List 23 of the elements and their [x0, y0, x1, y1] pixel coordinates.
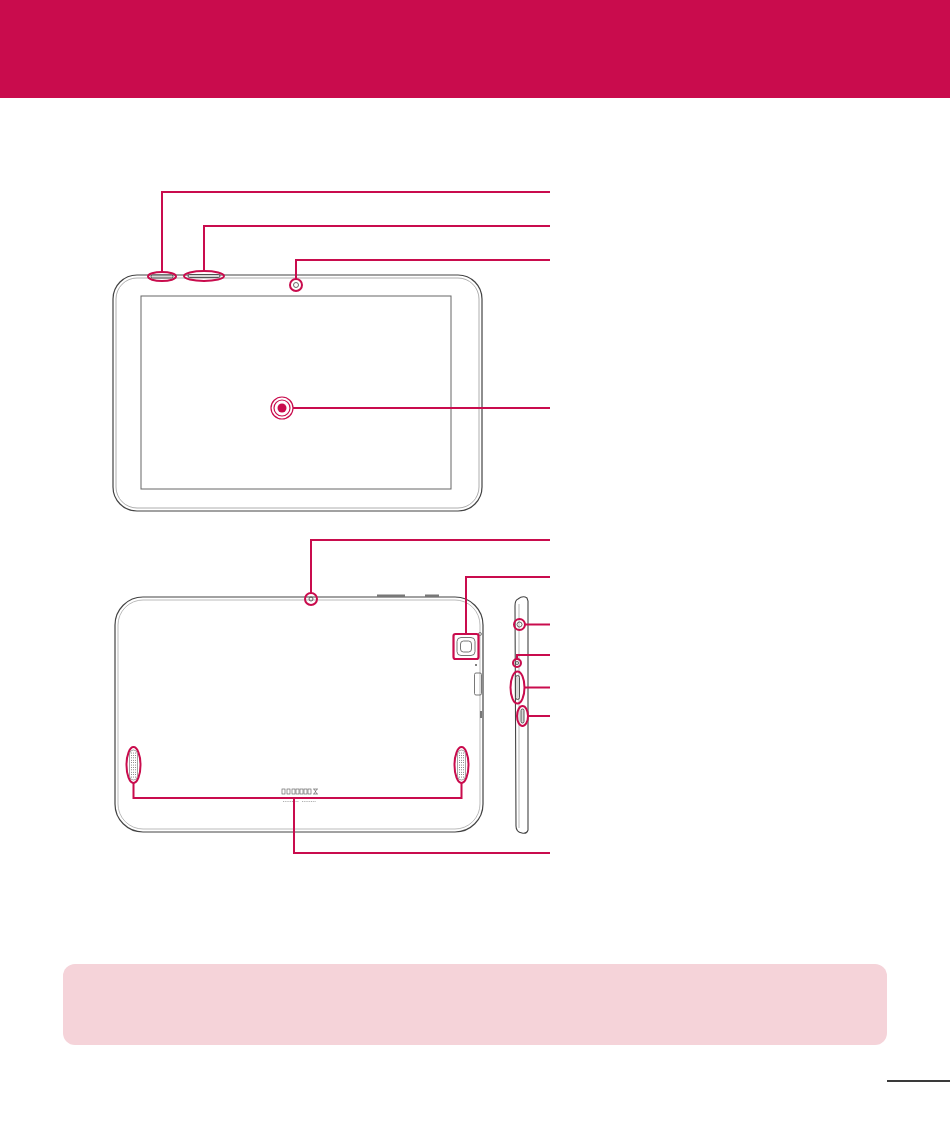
rear-camera: [452, 632, 480, 661]
leader-line: [295, 259, 551, 280]
headset-jack: [513, 618, 526, 631]
leader-line: [161, 191, 551, 273]
touch-point: [270, 396, 294, 420]
sensor-window: [147, 271, 177, 282]
speaker-grille: [125, 746, 142, 784]
leader-line: [527, 715, 551, 717]
leader-line: [203, 225, 551, 272]
leader-line: [516, 654, 551, 660]
power-key: [516, 705, 529, 727]
leader-line: [292, 407, 551, 409]
microphone-hole: [512, 658, 522, 668]
leader-line: [293, 782, 551, 854]
speaker-grille: [453, 746, 470, 784]
front-camera: [289, 278, 303, 292]
leader-line: [523, 686, 551, 689]
leader-line: [524, 623, 551, 626]
leader-line: [310, 539, 551, 594]
volume-key: [509, 670, 526, 705]
leader-line: [465, 576, 551, 635]
microphone-hole: [304, 592, 318, 606]
earpiece-slot: [183, 270, 225, 282]
